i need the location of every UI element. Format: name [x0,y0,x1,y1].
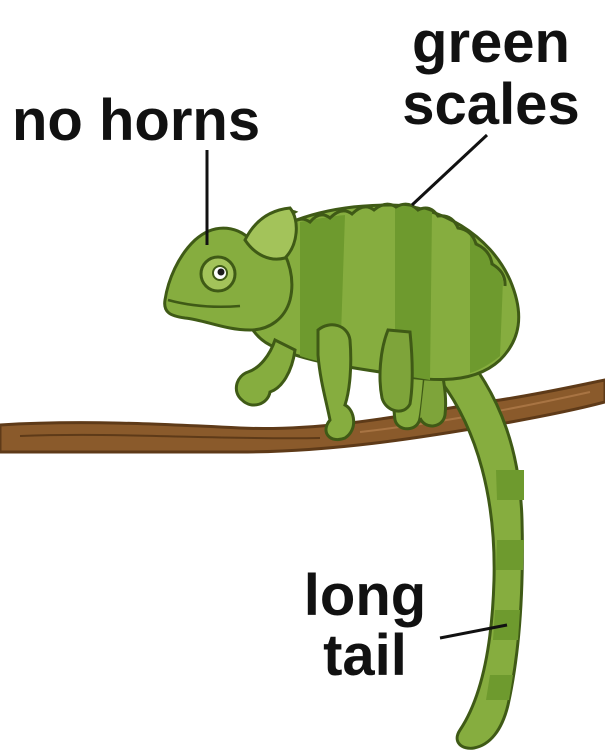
label-green-scales: green scales [386,12,596,136]
label-long-tail-line1: long [290,566,440,626]
chameleon-head [165,208,297,330]
label-green-scales-line1: green [386,12,596,74]
label-green-scales-line2: scales [386,74,596,136]
green-scales-leader [412,135,487,205]
label-no-horns: no horns [12,92,260,150]
label-long-tail: long tail [290,566,440,686]
branch [0,380,605,452]
label-no-horns-text: no horns [12,92,260,150]
label-long-tail-line2: tail [290,626,440,686]
